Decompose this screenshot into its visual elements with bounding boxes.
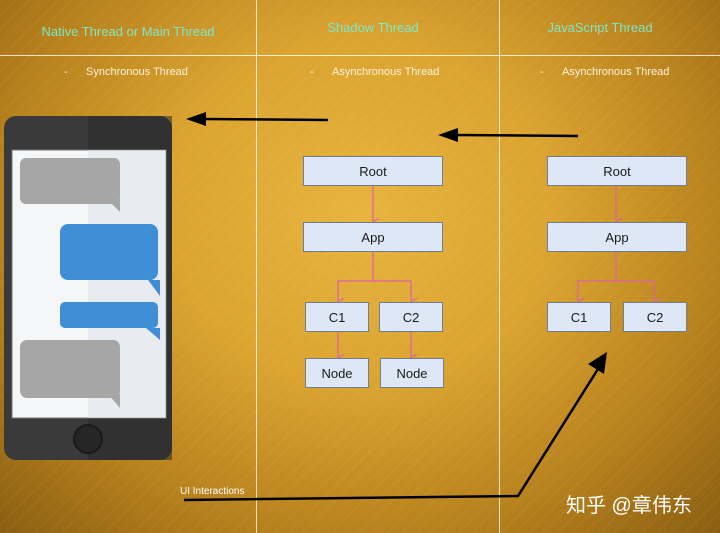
- javascript-thread-subtitle-text: Asynchronous Thread: [562, 66, 670, 78]
- column-divider-1: [256, 0, 257, 533]
- smartphone-illustration: [4, 116, 172, 460]
- js-tree-connectors: [578, 186, 654, 302]
- column-divider-2: [499, 0, 500, 533]
- arrow-ui-interactions-to-js: [183, 352, 607, 502]
- ui-interactions-label: UI Interactions: [180, 486, 245, 497]
- shadow-c1-node: C1: [305, 302, 369, 332]
- chat-bubble-outgoing-1: [60, 224, 160, 296]
- header-divider: [0, 55, 720, 56]
- bullet-dash: -: [540, 66, 544, 78]
- native-thread-subtitle: - Synchronous Thread: [64, 66, 188, 78]
- shadow-c2-node: C2: [379, 302, 443, 332]
- js-c1-node: C1: [547, 302, 611, 332]
- javascript-thread-subtitle: - Asynchronous Thread: [540, 66, 669, 78]
- shadow-app-node: App: [303, 222, 443, 252]
- shadow-node-2: Node: [380, 358, 444, 388]
- js-root-node: Root: [547, 156, 687, 186]
- chat-bubble-outgoing-2: [60, 302, 160, 340]
- zhihu-watermark: 知乎 @章伟东: [566, 495, 692, 517]
- chat-bubble-incoming-1: [20, 158, 120, 212]
- js-app-node: App: [547, 222, 687, 252]
- shadow-thread-subtitle-text: Asynchronous Thread: [332, 66, 440, 78]
- native-thread-title: Native Thread or Main Thread: [41, 24, 215, 39]
- edge-js-app-to-c1: [578, 252, 617, 302]
- shadow-tree-connectors: [338, 186, 411, 358]
- edge-app-to-c1: [338, 252, 374, 302]
- home-button: [73, 424, 103, 454]
- bullet-dash: -: [64, 66, 68, 78]
- bullet-dash: -: [310, 66, 314, 78]
- shadow-thread-title: Shadow Thread: [327, 20, 419, 35]
- arrow-shadow-to-native: [186, 112, 329, 126]
- shadow-thread-subtitle: - Asynchronous Thread: [310, 66, 439, 78]
- shadow-root-node: Root: [303, 156, 443, 186]
- native-thread-subtitle-text: Synchronous Thread: [86, 66, 188, 78]
- edge-app-to-c2: [373, 280, 411, 302]
- edge-js-app-to-c2: [616, 280, 654, 302]
- js-c2-node: C2: [623, 302, 687, 332]
- arrow-js-to-shadow: [438, 128, 579, 142]
- javascript-thread-title: JavaScript Thread: [547, 20, 653, 35]
- shadow-node-1: Node: [305, 358, 369, 388]
- chat-bubble-incoming-2: [20, 340, 120, 408]
